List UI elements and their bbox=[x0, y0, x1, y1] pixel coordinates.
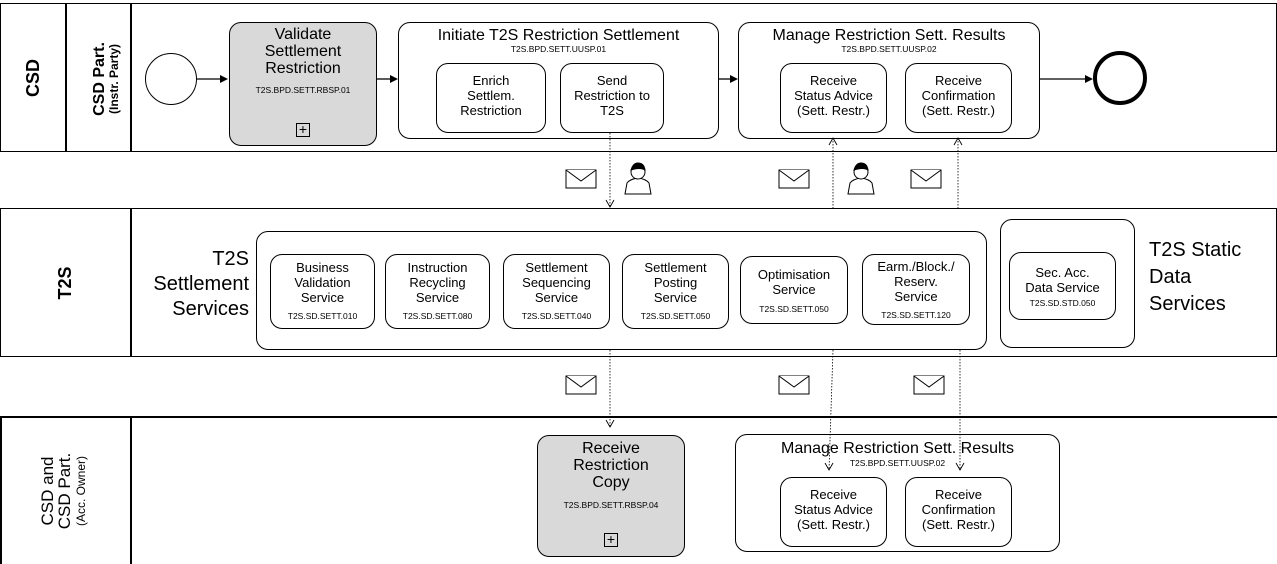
arrowhead bbox=[220, 75, 228, 83]
arrowhead bbox=[730, 75, 738, 83]
message-arrowhead bbox=[955, 462, 965, 471]
task-receive-restriction-copy[interactable]: Receive Restriction Copy T2S.BPD.SETT.RB… bbox=[537, 435, 685, 557]
message-arrowhead bbox=[953, 137, 963, 146]
lane-owner-top-border bbox=[0, 416, 1277, 418]
task-validate-settlement-restriction[interactable]: Validate Settlement Restriction T2S.BPD.… bbox=[229, 22, 377, 146]
envelope-icon bbox=[778, 375, 810, 395]
service-instruction-recycling[interactable]: Instruction Recycling Service T2S.SD.SET… bbox=[385, 254, 490, 329]
message-flow bbox=[828, 349, 834, 471]
task-receive-confirmation-top[interactable]: Receive Confirmation (Sett. Restr.) bbox=[905, 63, 1012, 133]
lane-csd-sub-divider bbox=[130, 3, 132, 152]
envelope-icon bbox=[910, 169, 942, 189]
start-event-icon bbox=[145, 53, 197, 105]
service-sec-acc-data[interactable]: Sec. Acc. Data Service T2S.SD.STD.050 bbox=[1009, 252, 1116, 320]
message-arrowhead bbox=[828, 137, 838, 146]
arrowhead bbox=[390, 75, 398, 83]
task-enrich-settlement-restriction[interactable]: Enrich Settlem. Restriction bbox=[436, 63, 546, 133]
service-settlement-sequencing[interactable]: Settlement Sequencing Service T2S.SD.SET… bbox=[503, 254, 610, 329]
lane-owner-divider bbox=[130, 416, 132, 564]
envelope-icon bbox=[778, 169, 810, 189]
envelope-icon bbox=[565, 375, 597, 395]
envelope-icon bbox=[565, 169, 597, 189]
person-icon bbox=[624, 162, 652, 195]
service-settlement-posting[interactable]: Settlement Posting Service T2S.SD.SETT.0… bbox=[622, 254, 729, 329]
plus-marker-icon[interactable]: + bbox=[296, 122, 310, 137]
lane-owner-left-border bbox=[0, 416, 2, 564]
person-icon bbox=[847, 162, 875, 195]
envelope-icon bbox=[913, 375, 945, 395]
end-event-icon bbox=[1093, 51, 1147, 105]
message-arrowhead bbox=[824, 462, 834, 471]
task-receive-status-advice-top[interactable]: Receive Status Advice (Sett. Restr.) bbox=[780, 63, 887, 133]
lane-t2s-divider bbox=[130, 208, 132, 357]
task-send-restriction-to-t2s[interactable]: Send Restriction to T2S bbox=[560, 63, 664, 133]
plus-marker-icon[interactable]: + bbox=[604, 532, 618, 547]
service-optimisation[interactable]: Optimisation Service T2S.SD.SETT.050 bbox=[740, 256, 848, 324]
lane-csd-header-divider bbox=[65, 3, 67, 152]
task-receive-confirmation-bottom[interactable]: Receive Confirmation (Sett. Restr.) bbox=[905, 477, 1012, 547]
task-receive-status-advice-bottom[interactable]: Receive Status Advice (Sett. Restr.) bbox=[780, 477, 887, 547]
message-arrowhead bbox=[605, 419, 615, 428]
service-business-validation[interactable]: Business Validation Service T2S.SD.SETT.… bbox=[270, 254, 375, 329]
settlement-services-label: T2S Settlement Services bbox=[153, 248, 249, 320]
service-earmark-block-reserve[interactable]: Earm./Block./ Reserv. Service T2S.SD.SET… bbox=[862, 254, 970, 325]
message-arrowhead bbox=[605, 199, 615, 208]
task-code: T2S.BPD.SETT.RBSP.01 bbox=[255, 85, 351, 95]
arrowhead bbox=[1085, 75, 1093, 83]
static-data-services-label: T2S Static Data Services bbox=[1149, 239, 1242, 315]
